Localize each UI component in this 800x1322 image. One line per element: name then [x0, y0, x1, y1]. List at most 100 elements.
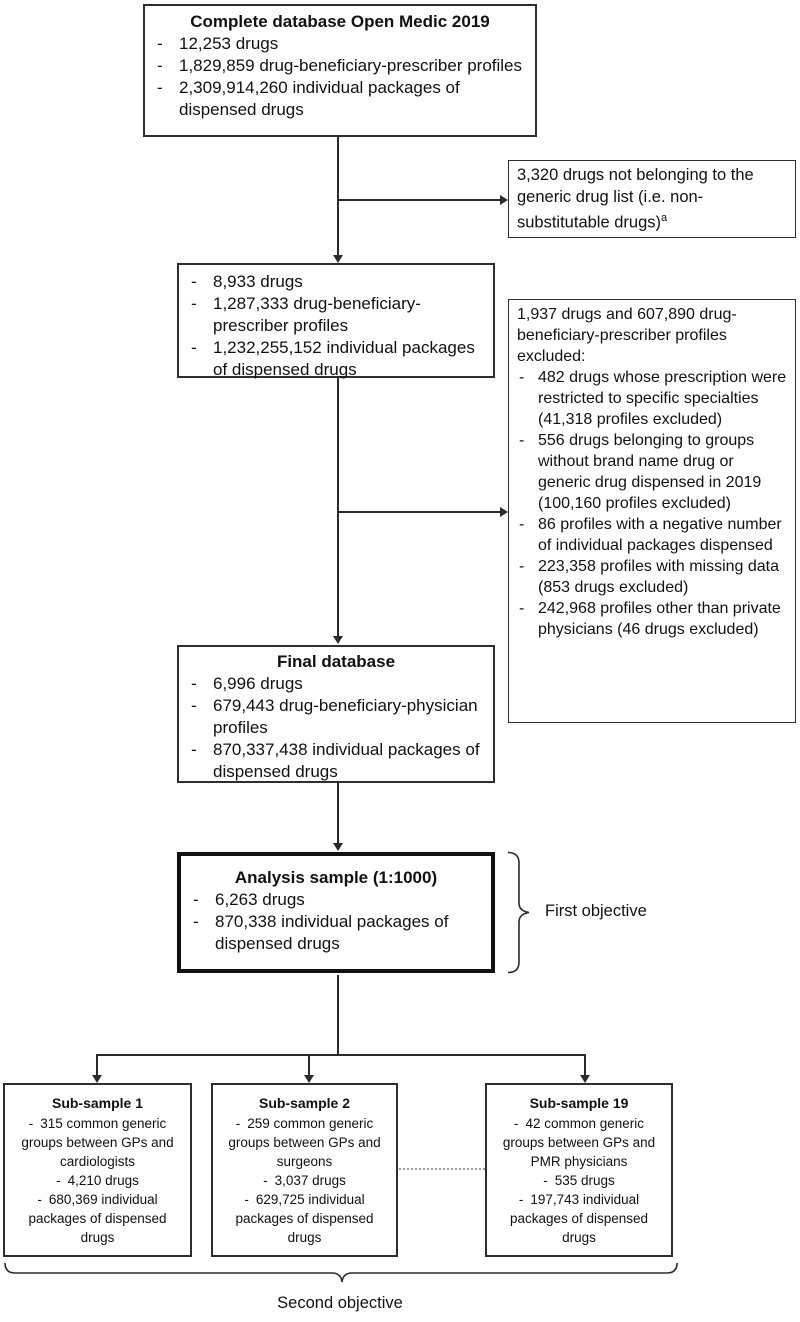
connector-line [584, 1054, 586, 1076]
sub-sample-1-title: Sub-sample 1 [51, 1095, 144, 1111]
list-item-text: 870,338 individual packages of dispensed… [215, 912, 449, 953]
list-dash: - [157, 78, 163, 97]
connector-line [308, 1054, 310, 1076]
list-item: -680,369 individual packages of dispense… [5, 1190, 190, 1247]
list-item: - 870,338 individual packages of dispens… [193, 911, 487, 955]
second-objective-label: Second objective [277, 1294, 403, 1312]
list-item-text: 3,037 drugs [274, 1173, 346, 1188]
list-item-text: 1,287,333 drug-beneficiary-prescriber pr… [213, 294, 421, 335]
list-dash: - [191, 696, 197, 715]
connector-line [338, 511, 500, 513]
list-item: -315 common generic groups between GPs a… [5, 1114, 190, 1171]
arrow-down-icon [304, 1075, 314, 1083]
connector-line [96, 1054, 98, 1076]
first-objective-label: First objective [545, 902, 647, 920]
list-item-text: 629,725 individual packages of dispensed… [235, 1192, 374, 1245]
list-dash: - [191, 674, 197, 693]
list-item-text: 6,996 drugs [213, 674, 303, 693]
complete-database-box: Complete database Open Medic 2019 - 12,2… [143, 4, 537, 137]
list-dash: - [263, 1173, 268, 1188]
connector-line [337, 783, 339, 844]
exclusion-list: - 482 drugs whose prescription were rest… [517, 367, 787, 640]
list-item-text: 535 drugs [554, 1173, 615, 1188]
arrow-down-icon [92, 1075, 102, 1083]
list-item: - 679,443 drug-beneficiary-physician pro… [191, 695, 489, 739]
list-item-text: 556 drugs belonging to groups without br… [538, 432, 762, 512]
analysis-sample-title: Analysis sample (1:1000) [234, 868, 438, 887]
list-item: - 1,287,333 drug-beneficiary-prescriber … [191, 293, 489, 337]
list-item-text: 197,743 individual packages of dispensed… [509, 1192, 649, 1245]
list-dash: - [28, 1116, 34, 1131]
list-dash: - [157, 56, 163, 75]
list-dash: - [191, 272, 197, 291]
second-objective-brace [4, 1263, 678, 1283]
list-item-text: 4,210 drugs [67, 1173, 139, 1188]
complete-database-list: - 12,253 drugs - 1,829,859 drug-benefici… [145, 33, 535, 121]
exclusion-text: 3,320 drugs not belonging to the generic… [517, 166, 754, 232]
complete-database-title: Complete database Open Medic 2019 [190, 12, 490, 31]
list-dash: - [191, 338, 197, 357]
arrow-down-icon [333, 255, 343, 263]
list-item: - 1,232,255,152 individual packages of d… [191, 337, 489, 381]
list-item-text: 259 common generic groups between GPs an… [228, 1116, 381, 1169]
intermediate-database-box: - 8,933 drugs - 1,287,333 drug-beneficia… [177, 263, 495, 381]
arrow-down-icon [333, 843, 343, 851]
footnote-marker: a [661, 212, 668, 224]
list-dash: - [518, 1192, 524, 1207]
analysis-sample-box: Analysis sample (1:1000) - 6,263 drugs -… [177, 852, 495, 973]
list-item: -42 common generic groups between GPs an… [487, 1114, 671, 1171]
list-item: -629,725 individual packages of dispense… [213, 1190, 396, 1247]
exclusion-intro: 1,937 drugs and 607,890 drug-beneficiary… [517, 306, 737, 365]
connector-line [338, 199, 500, 201]
list-dash: - [191, 740, 197, 759]
list-item-text: 2,309,914,260 individual packages of dis… [179, 78, 460, 119]
analysis-sample-list: - 6,263 drugs - 870,338 individual packa… [181, 889, 491, 955]
list-dash: - [37, 1192, 42, 1207]
list-item: - 86 profiles with a negative number of … [517, 514, 787, 556]
list-item-text: 679,443 drug-beneficiary-physician profi… [213, 696, 478, 737]
list-item-text: 315 common generic groups between GPs an… [21, 1116, 174, 1169]
list-dash: - [157, 34, 163, 53]
list-dash: - [193, 912, 199, 931]
list-dash: - [519, 369, 525, 386]
exclusion-box-non-substitutable: 3,320 drugs not belonging to the generic… [508, 160, 796, 238]
list-dash: - [235, 1116, 241, 1131]
list-dash: - [244, 1192, 249, 1207]
list-dash: - [56, 1173, 61, 1188]
arrow-right-icon [500, 195, 508, 205]
list-item: -259 common generic groups between GPs a… [213, 1114, 396, 1171]
sub-sample-2-title: Sub-sample 2 [258, 1095, 351, 1111]
list-item: - 482 drugs whose prescription were rest… [517, 367, 787, 430]
list-item: - 6,263 drugs [193, 889, 487, 911]
connector-line [337, 378, 339, 637]
list-item-text: 12,253 drugs [179, 34, 279, 53]
list-dash: - [193, 890, 199, 909]
list-item: - 12,253 drugs [157, 33, 531, 55]
connector-line [337, 137, 339, 256]
list-dash: - [543, 1173, 548, 1188]
list-item-text: 8,933 drugs [213, 272, 303, 291]
final-database-list: - 6,996 drugs - 679,443 drug-beneficiary… [179, 673, 493, 783]
arrow-down-icon [333, 636, 343, 644]
list-item-text: 86 profiles with a negative number of in… [538, 516, 782, 554]
list-dash: - [191, 294, 197, 313]
list-item-text: 870,337,438 individual packages of dispe… [213, 740, 480, 781]
final-database-title: Final database [276, 652, 396, 671]
first-objective-brace [507, 851, 530, 974]
sub-sample-1-box: Sub-sample 1 -315 common generic groups … [3, 1083, 192, 1257]
connector-line [96, 1054, 586, 1056]
list-dash: - [513, 1116, 519, 1131]
list-item-text: 482 drugs whose prescription were restri… [538, 369, 787, 428]
list-item: -535 drugs [487, 1171, 671, 1190]
list-item-text: 6,263 drugs [215, 890, 305, 909]
list-item-text: 680,369 individual packages of dispensed… [28, 1192, 167, 1245]
list-item: - 870,337,438 individual packages of dis… [191, 739, 489, 783]
arrow-right-icon [500, 507, 508, 517]
list-item: -197,743 individual packages of dispense… [487, 1190, 671, 1247]
list-dash: - [519, 600, 525, 617]
list-item: -4,210 drugs [5, 1171, 190, 1190]
list-dash: - [519, 432, 525, 449]
connector-line [337, 975, 339, 1056]
list-item-text: 1,829,859 drug-beneficiary-prescriber pr… [179, 56, 523, 75]
